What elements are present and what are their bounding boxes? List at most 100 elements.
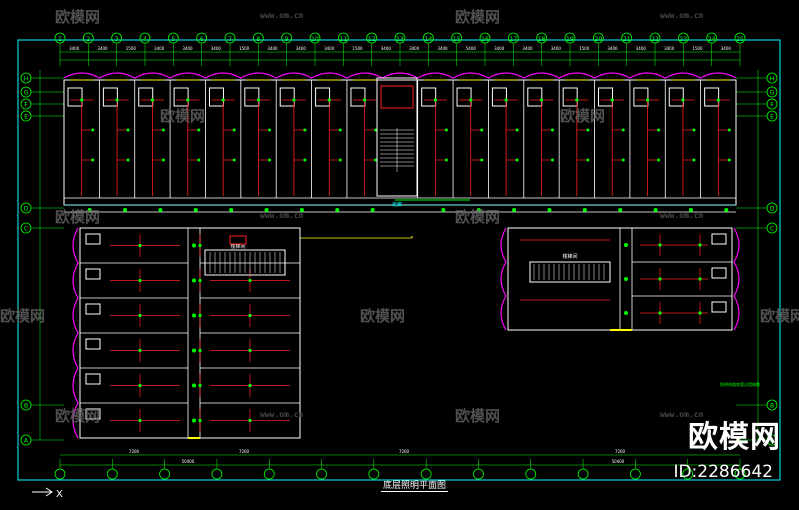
dimension-text: 3400 [636,46,647,51]
dimension-text: 1500 [579,46,590,51]
ucs-icon: X [32,487,63,500]
bathroom-box [711,233,727,245]
dimension-text: 3400 [324,46,335,51]
dimension-text: 3400 [607,46,618,51]
axis-label: B [24,403,28,410]
lamp-symbol [138,313,142,318]
bathroom-box [85,408,101,420]
dimension-text: 7200 [239,449,250,454]
axis-label: H [24,76,29,83]
lamp-symbol [232,158,236,162]
axis-label: 24 [708,36,716,43]
watermark-id: ID:2286642 [673,462,773,482]
axis-label: 22 [651,36,659,43]
stair-core [376,77,418,197]
axis-label: F [24,102,28,109]
lamp-symbol [161,158,165,162]
bathroom-box [704,87,720,107]
corridor-lamp [192,313,196,318]
dimension-text: 3400 [182,46,193,51]
axis-label: 20 [595,36,603,43]
corridor-lamp [370,208,375,212]
dimension-text: 3400 [664,46,675,51]
axis-bubble [577,468,589,480]
axis-bubble [316,468,327,480]
bathroom-box [491,87,507,107]
bathroom-box [421,87,437,107]
dimension-text: 3400 [437,46,448,51]
dimension-text: 7200 [129,449,140,454]
corridor-lamp [192,243,196,248]
corridor-lamp [123,208,128,212]
axis-label: 16 [481,36,489,43]
dimension-text: 7200 [615,449,626,454]
axis-label: 25 [736,36,744,43]
axis-label: 13 [396,36,404,43]
bathroom-box [598,87,614,107]
bathroom-box [85,268,101,280]
lamp-symbol [268,158,272,162]
corridor-lamp [192,348,196,353]
lamp-symbol [504,98,508,102]
bathroom-box [350,87,366,107]
watermark-logo: 欧模网 [688,420,781,455]
lamp-symbol [248,313,252,318]
axis-label: 10 [311,36,319,43]
axis-label: 5 [171,36,175,43]
corridor-lamp [192,278,196,283]
corridor-lamp [192,418,196,423]
lamp-symbol [727,158,731,162]
lamp-symbol [716,98,720,102]
lamp-symbol [586,158,590,162]
lamp-symbol [303,158,307,162]
corridor-lamp [724,208,729,212]
stair [204,249,286,276]
corridor-lamp [688,208,693,212]
dimension-text: 3400 [721,46,732,51]
axis-label: 2 [86,36,90,43]
axis-label: G [24,90,29,97]
stair [529,261,611,283]
axis-label: 11 [340,36,348,43]
axis-label: H [770,76,775,83]
axis-label: 19 [566,36,574,43]
lamp-symbol [198,278,202,283]
corridor-lamp [624,311,628,315]
lamp-symbol [374,128,378,132]
dimension-text: 3400 [296,46,307,51]
lamp-symbol [363,98,367,102]
dimension-text: 3400 [69,46,80,51]
corridor-lamp [512,208,517,212]
lamp-symbol [198,243,202,248]
bathroom-box [711,301,727,313]
axis-label: E [24,114,28,121]
lamp-symbol [198,418,202,423]
axis-bubble [54,468,66,480]
lamp-symbol [198,348,202,353]
axis-label: G [770,90,775,97]
lamp-symbol [115,98,119,102]
axis-label: 7 [228,36,232,43]
corridor-label: 走廊 [392,201,402,208]
lamp-symbol [575,98,579,102]
lamp-symbol [91,128,95,132]
axis-label: A [24,438,29,445]
plan-title: 底层照明平面图 [381,478,449,492]
lamp-symbol [698,243,702,247]
lamp-symbol [610,98,614,102]
corridor-lamp [582,208,587,212]
bathroom-box [668,87,684,107]
dimension-text: 3400 [267,46,278,51]
lamp-symbol [126,158,130,162]
lamp-symbol [232,128,236,132]
lamp-symbol [550,128,554,132]
axis-bubble [263,468,275,480]
bathroom-box [85,373,101,385]
lamp-symbol [138,278,142,283]
corridor-lamp [193,208,198,212]
lamp-symbol [186,98,190,102]
dimension-text: 50400 [182,459,195,464]
axis-bubble [525,468,537,480]
